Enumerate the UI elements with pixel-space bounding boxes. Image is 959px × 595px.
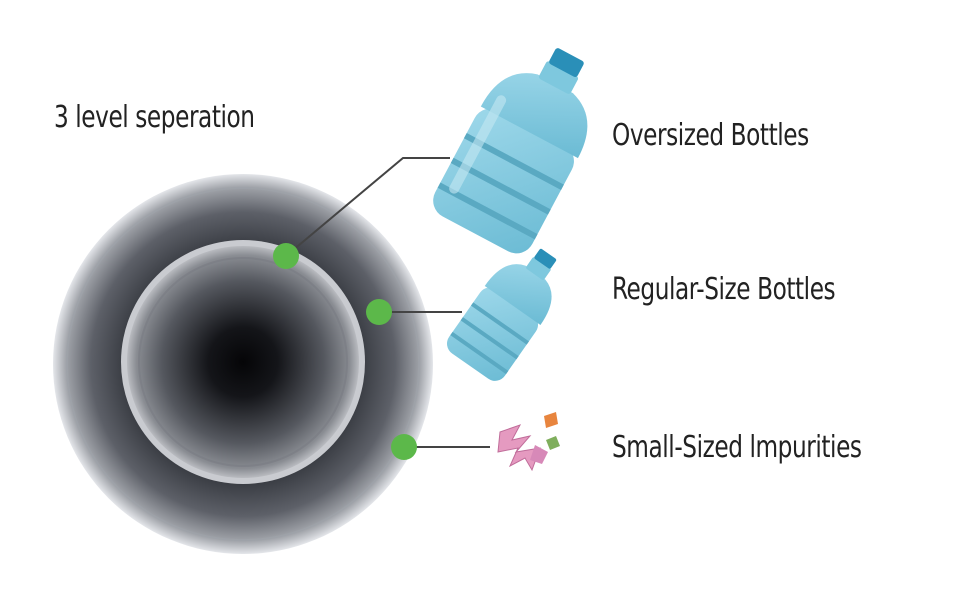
label-small-sized-impurities: Small-Sized lmpurities xyxy=(612,430,862,465)
large-bottle-icon xyxy=(433,48,588,254)
label-regular-size-bottles: Regular-Size Bottles xyxy=(612,272,836,307)
marker-small xyxy=(391,434,417,460)
impurities-icon xyxy=(497,412,560,472)
inner-drum xyxy=(127,246,359,478)
regular-bottle-icon xyxy=(447,248,557,381)
label-oversized-bottles: Oversized Bottles xyxy=(612,118,809,153)
marker-oversized xyxy=(273,243,299,269)
connector-oversized xyxy=(285,157,450,257)
outer-drum-ring xyxy=(66,187,420,541)
marker-regular xyxy=(366,299,392,325)
diagram-title: 3 level seperation xyxy=(54,100,255,135)
inner-drum-ring xyxy=(138,257,348,467)
